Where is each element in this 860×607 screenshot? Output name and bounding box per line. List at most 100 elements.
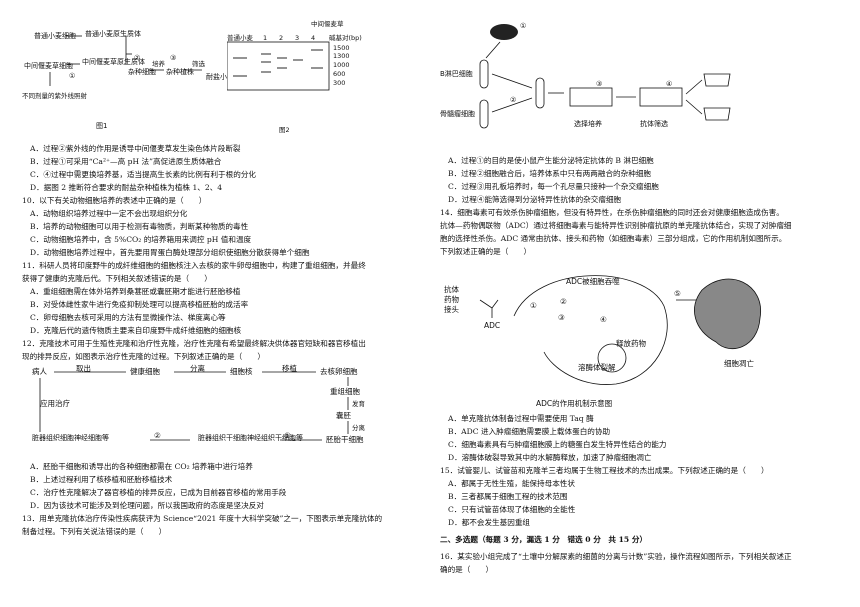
figure-1-diagram: 普通小麦细胞 中间偃麦草细胞 不同剂量的紫外线照射 普通小麦原生质体 中间偃麦草… xyxy=(22,29,227,130)
q14-stem-4: 下列叙述正确的是（ ） xyxy=(440,247,532,256)
q13-option-d: D．过程④能筛选得到分泌特异性抗体的杂交瘤细胞 xyxy=(448,195,622,204)
section-2-heading: 二、多选题（每题 3 分，漏选 1 分 错选 0 分 共 15 分） xyxy=(440,535,648,544)
q15-stem: 15．试管婴儿、试管苗和克隆羊三者均属于生物工程技术的杰出成果。下列叙述正确的是… xyxy=(440,466,769,475)
fig1-step-2: ② xyxy=(134,54,140,62)
fig1-hybrid-cell: 杂种细胞 xyxy=(128,67,156,76)
q12-stem-1: 12．克隆技术可用于生殖性克隆和治疗性克隆，治疗性克隆有希望最终解决供体器官短缺… xyxy=(22,339,366,348)
fig1-grass-cell: 中间偃麦草细胞 xyxy=(24,61,73,70)
fig14-step-2: ② xyxy=(560,297,567,306)
fig2-size-300: 300 xyxy=(333,79,345,87)
q14-option-c: C．细胞毒素具有与肿瘤细胞膜上的糖蛋白发生特异性结合的能力 xyxy=(448,440,667,449)
fig12-take-label: 取出 xyxy=(76,364,91,373)
q11-stem-1: 11．科研人员将印度野牛的成纤维细胞的细胞核注入去核的家牛卵母细胞中，构建了重组… xyxy=(22,261,366,270)
fig2-lane-1: 1 xyxy=(263,34,267,42)
q13-stem-2: 制备过程。下列有关说法错误的是（ ） xyxy=(22,527,167,536)
q14-option-a: A．单克隆抗体制备过程中需要使用 Taq 酶 xyxy=(448,414,594,423)
q11-option-a: A．重组细胞需在体外培养到桑葚胚或囊胚期才能进行胚胎移植 xyxy=(30,287,241,296)
b-cell-tube xyxy=(479,59,489,89)
fig1-caption: 图1 xyxy=(96,122,107,130)
q12-option-a: A．胚胎干细胞和诱导出的各种细胞都需在 CO₂ 培养箱中进行培养 xyxy=(30,462,253,471)
fig14-step-3: ③ xyxy=(558,313,565,322)
lysosome-icon xyxy=(597,343,627,373)
fig1-grass-protoplast: 中间偃麦草原生质体 xyxy=(82,57,145,66)
q13-option-c: C．过程③用孔板培养时，每一个孔尽量只接种一个杂交瘤细胞 xyxy=(448,182,659,191)
fig14-linker: 接头 xyxy=(444,304,459,314)
fig13-step-1: ① xyxy=(520,22,526,30)
q12-stem-2: 现的排异反应，如图表示治疗性克隆的过程。下列叙述正确的是（ ） xyxy=(22,352,265,361)
fig12-separate-2: 分离 xyxy=(352,423,366,432)
culture-flask-1 xyxy=(703,73,731,87)
fig1-cultivate-label: 培养 xyxy=(152,59,166,68)
figure-2-gel: 普通小麦 1 2 3 4 中间偃麦草 碱基对(bp) 1500 1300 100… xyxy=(227,19,362,134)
fig14-adc: ADC xyxy=(484,321,500,330)
fig2-lane-3: 3 xyxy=(295,34,299,42)
q15-option-b: B．三者都属于细胞工程的技术范围 xyxy=(448,492,568,501)
q15-option-d: D．都不会发生基因重组 xyxy=(448,518,531,527)
fusion-tube xyxy=(535,77,545,109)
fig14-death: 细胞凋亡 xyxy=(724,358,754,368)
fig2-size-600: 600 xyxy=(333,70,345,78)
fig12-blastocyst: 囊胚 xyxy=(336,410,351,420)
fig2-wheat-label: 普通小麦 xyxy=(227,33,254,42)
culture-flask-2 xyxy=(703,107,731,121)
fig14-step-4: ④ xyxy=(600,315,607,324)
q16-stem-2: 确的是（ ） xyxy=(440,565,494,574)
fig13-step-2: ② xyxy=(510,96,516,104)
fig2-caption: 图2 xyxy=(279,126,290,134)
tumor-cell-membrane xyxy=(513,275,668,385)
q12-option-d: D．因为该技术可能涉及到伦理问题，所以我国政府的态度是坚决反对 xyxy=(30,501,264,510)
q9-option-c: C．④过程中需更换培养基，适当提高生长素的比例有利于根的分化 xyxy=(30,170,257,179)
fig14-step-5: ⑤ xyxy=(674,289,681,298)
figure-13-monoclonal-flow: ① B淋巴细胞 骨髓瘤细胞 ② ③ ④ 选择培养 抗体筛选 xyxy=(440,22,731,129)
fig12-separate-1: 分离 xyxy=(190,364,205,373)
fig12-step-2: ② xyxy=(154,431,161,440)
fig1-step-3: ③ xyxy=(170,54,176,62)
antibody-plate xyxy=(639,87,683,107)
fig1-uv-label: 不同剂量的紫外线照射 xyxy=(22,91,88,100)
fig12-transplant: 移植 xyxy=(282,364,297,373)
fig12-healthy-cell: 健康细胞 xyxy=(130,366,160,376)
fig13-myeloma: 骨髓瘤细胞 xyxy=(440,109,475,118)
fig12-recombinant: 重组细胞 xyxy=(330,386,360,396)
fig12-patient: 病人 xyxy=(32,366,47,376)
fig13-step-4: ④ xyxy=(666,80,672,88)
fig1-wheat-cell: 普通小麦细胞 xyxy=(34,31,76,40)
q11-option-d: D．克隆后代的遗传物质主要来自印度野牛成纤维细胞的细胞核 xyxy=(30,326,242,335)
q11-option-c: C．卵母细胞去核可采用的方法有显微操作法、梯度离心等 xyxy=(30,313,226,322)
fig2-size-1000: 1000 xyxy=(333,61,350,69)
antibody-icon xyxy=(479,299,499,318)
fig2-unit: 碱基对(bp) xyxy=(329,33,362,42)
fig14-release: 释放药物 xyxy=(616,338,646,348)
fig12-organ-stem: 脏器组织干细胞神经组织干细胞等 xyxy=(198,433,303,442)
figure-12-cloning-flow: 病人 取出 健康细胞 分离 细胞核 移植 去核卵细胞 重组细胞 发育 囊胚 分离… xyxy=(32,364,366,444)
q14-option-d: D．溶酶体破裂导致其中的水解酶释放，加速了肿瘤细胞凋亡 xyxy=(448,453,652,462)
fig13-screen-2: 抗体筛选 xyxy=(640,119,668,128)
fig14-antibody: 抗体 xyxy=(444,284,459,294)
selection-plate xyxy=(569,87,613,107)
q10-stem: 10．以下有关动物细胞培养的表述中正确的是（ ） xyxy=(22,196,207,205)
figure-14-adc-mechanism: 抗体 药物 接头 ADC ADC被细胞吞噬 释放药物 溶酶体裂解 细胞凋亡 ① … xyxy=(444,275,761,408)
fig14-lysosome: 溶酶体裂解 xyxy=(578,362,616,372)
fig12-organ-cells: 脏器组织细胞神经细胞等 xyxy=(32,433,109,442)
fig13-b-cell: B淋巴细胞 xyxy=(440,69,473,78)
q15-option-a: A．都属于无性生殖，能保持母本性状 xyxy=(448,479,575,488)
q14-stem-3: 胞的选择性杀伤。ADC 通常由抗体、接头和药物（如细胞毒素）三部分组成，它的作用… xyxy=(440,234,787,243)
q11-option-b: B．对受体雌性家牛进行免疫抑制处理可以提高移植胚胎的成活率 xyxy=(30,300,249,309)
apoptotic-cell-icon xyxy=(694,278,761,350)
q14-stem-1: 14．细胞毒素可有效杀伤肿瘤细胞，但没有特异性，在杀伤肿瘤细胞的同时还会对健康细… xyxy=(440,208,784,217)
fig12-embryonic-stem: 胚胎干细胞 xyxy=(326,434,364,444)
fig12-step-1: ① xyxy=(284,431,291,440)
fig14-drug: 药物 xyxy=(444,294,459,304)
q9-option-a: A．过程②紫外线的作用是诱导中间偃麦草发生染色体片段断裂 xyxy=(30,144,241,153)
fig1-result: 耐盐小麦 xyxy=(206,72,227,81)
fig2-grass-label: 中间偃麦草 xyxy=(311,19,344,28)
mouse-icon xyxy=(490,24,518,40)
fig2-lane-4: 4 xyxy=(311,34,315,42)
q10-option-a: A．动物组织培养过程中一定不会出现组织分化 xyxy=(30,209,188,218)
fig12-nucleus: 细胞核 xyxy=(230,366,253,376)
q11-stem-2: 获得了健康的克隆后代。下列相关叙述错误的是（ ） xyxy=(22,274,212,283)
q15-option-c: C．只有试管苗体现了体细胞的全能性 xyxy=(448,505,576,514)
fig1-select-label: 筛选 xyxy=(192,59,206,68)
fig12-oocyte: 去核卵细胞 xyxy=(320,366,358,376)
